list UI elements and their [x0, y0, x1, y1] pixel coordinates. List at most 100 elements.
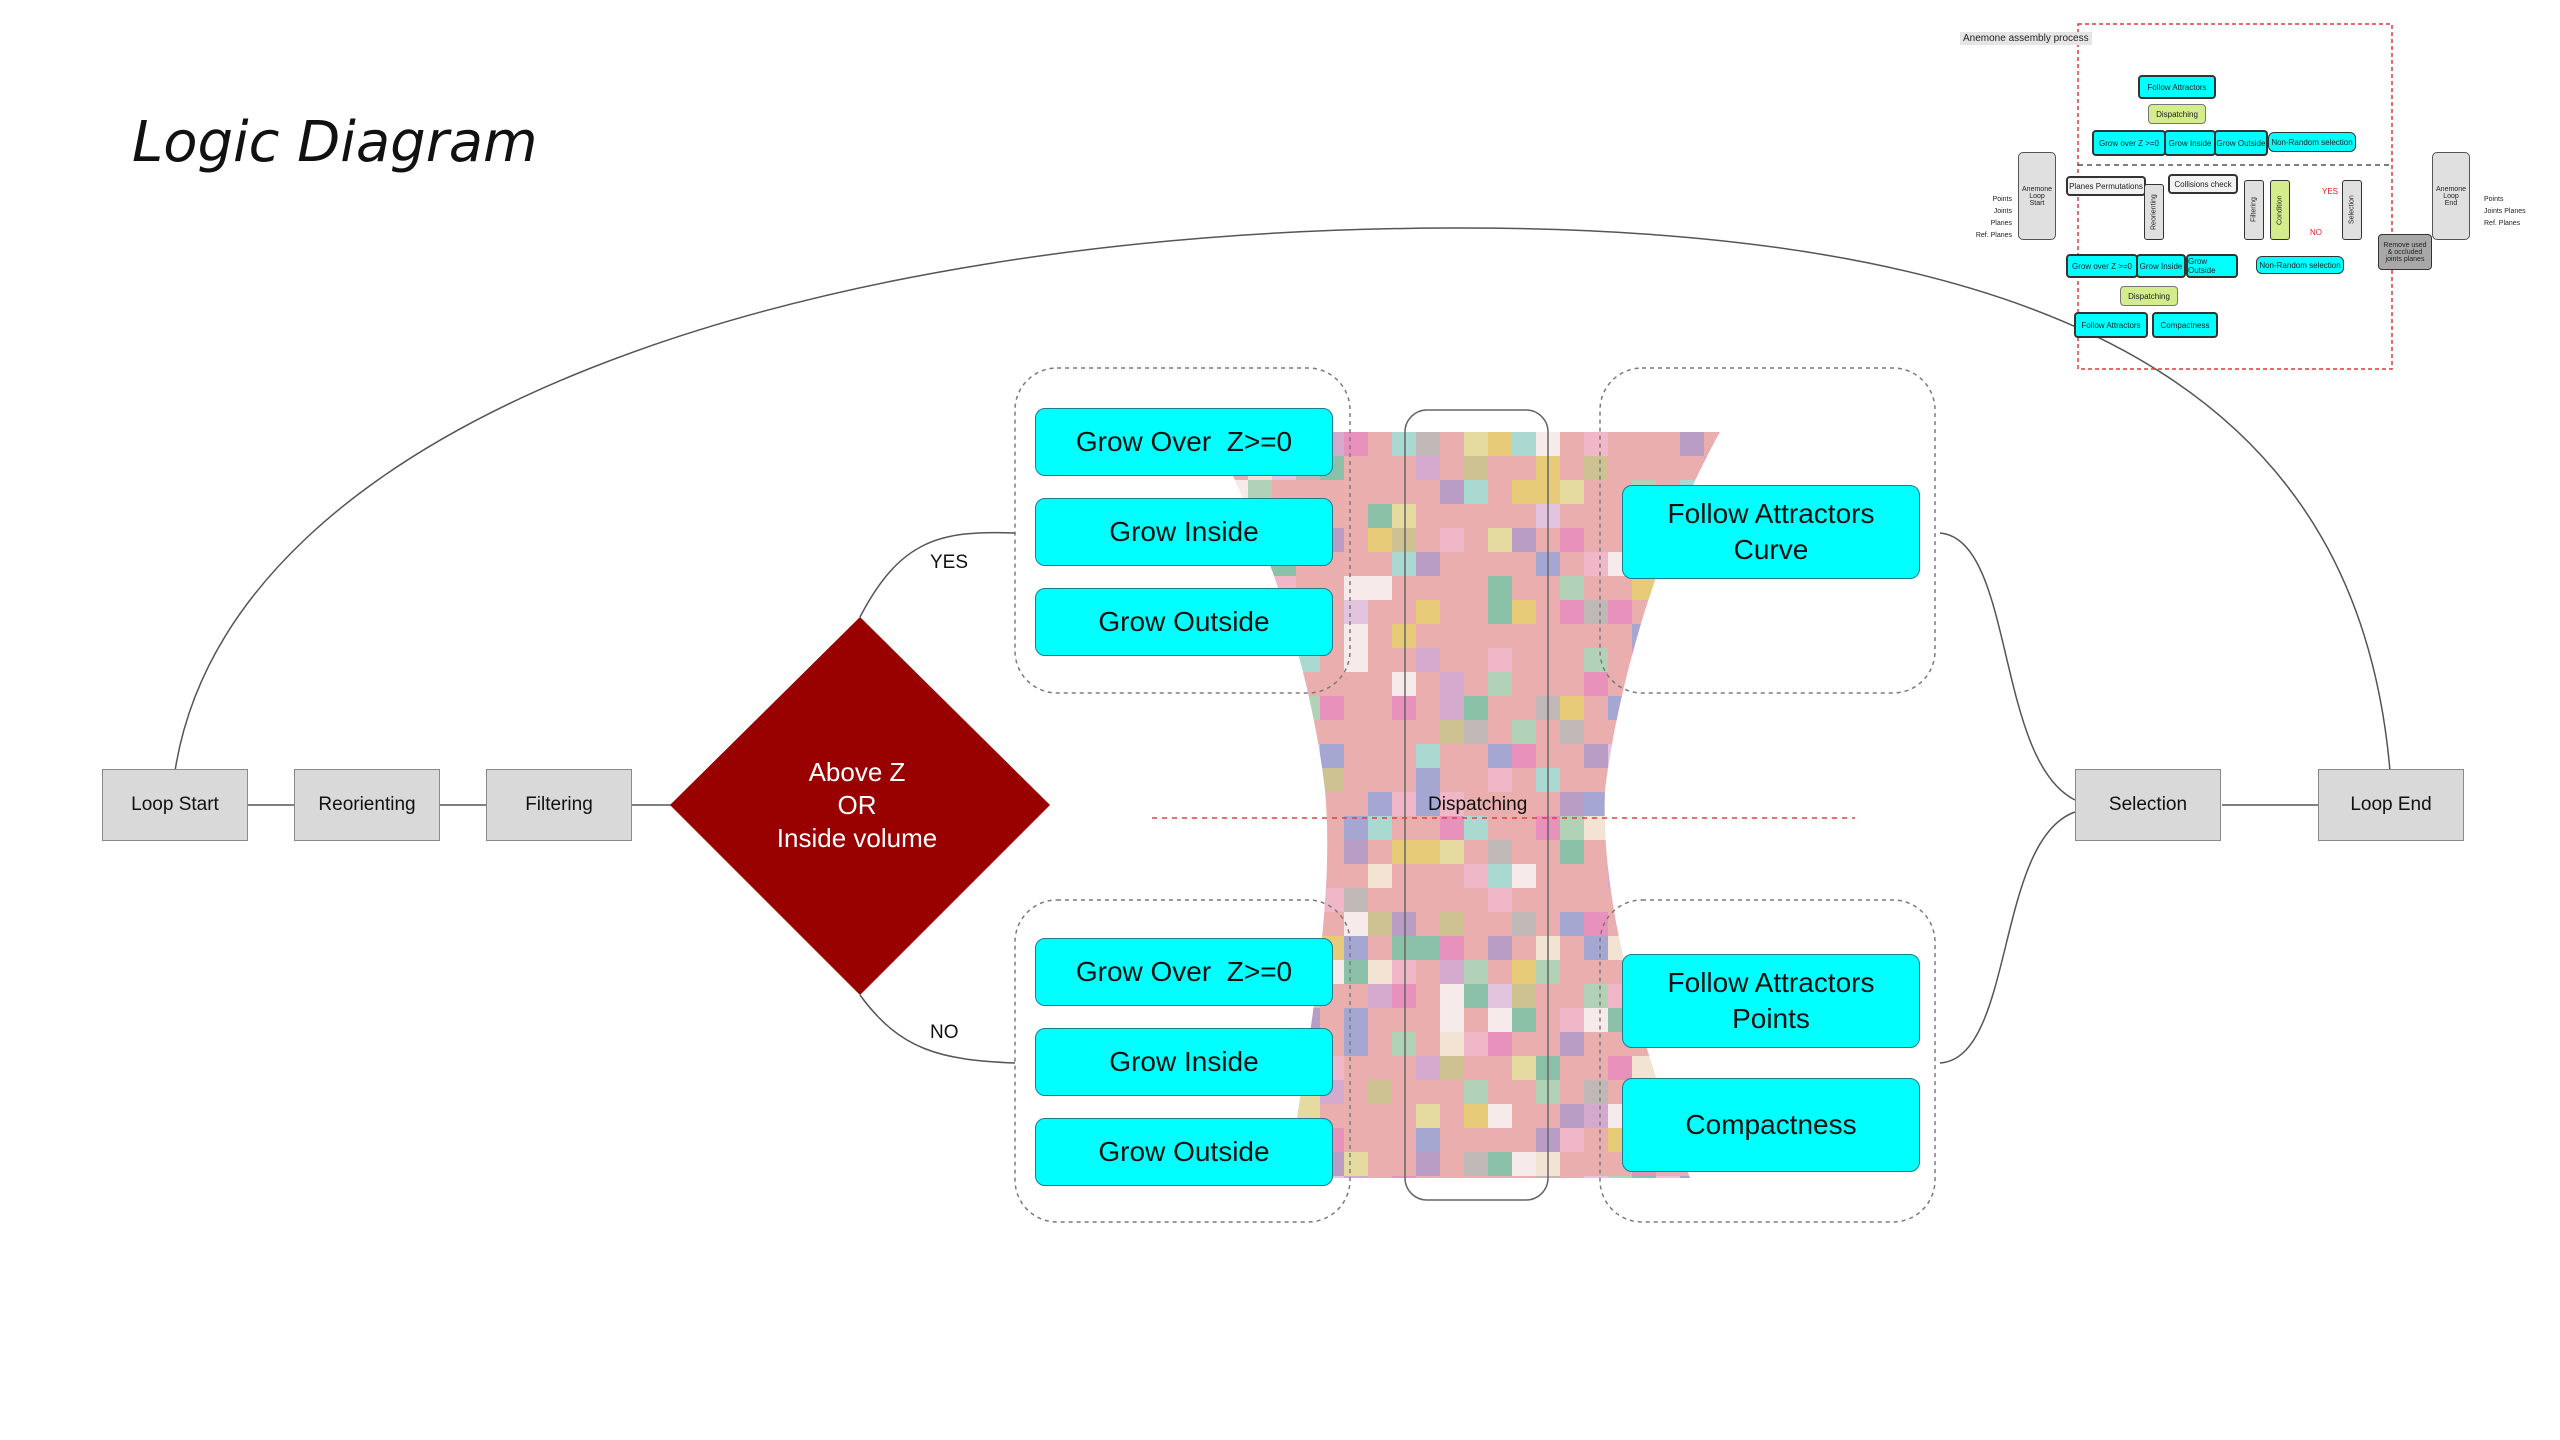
selection-box: Selection	[2075, 769, 2221, 841]
ov-reorienting: Reorienting	[2144, 184, 2164, 240]
tile	[1704, 1176, 1720, 1178]
tile	[1584, 552, 1608, 576]
tile	[1248, 792, 1272, 816]
ov2-non-random: Non-Random selection	[2256, 256, 2344, 274]
tile	[1272, 696, 1296, 720]
tile	[1440, 1032, 1464, 1056]
tile	[1632, 576, 1656, 600]
tile	[1560, 1104, 1584, 1128]
tile	[1344, 840, 1368, 864]
tile	[1632, 648, 1656, 672]
tile	[1392, 840, 1416, 864]
tile	[1440, 528, 1464, 552]
yes-grow-outside: Grow Outside	[1035, 588, 1333, 656]
tile	[1464, 432, 1488, 456]
tile	[1296, 696, 1320, 720]
tile	[1584, 456, 1608, 480]
ov-inputs: Points Joints Planes Ref. Planes	[1972, 194, 2012, 242]
tile	[1704, 648, 1720, 672]
tile	[1320, 744, 1344, 768]
tile	[1392, 624, 1416, 648]
tile	[1464, 1032, 1488, 1056]
filtering-box: Filtering	[486, 769, 632, 841]
tile	[1488, 648, 1512, 672]
tile	[1392, 1032, 1416, 1056]
ov2-grow-over: Grow over Z >=0	[2066, 254, 2138, 278]
condition-diamond	[670, 617, 1050, 995]
no-group-outline	[1014, 899, 1351, 1223]
tile	[1560, 912, 1584, 936]
tile	[1656, 1176, 1680, 1178]
tile	[1368, 792, 1392, 816]
tile	[1296, 792, 1320, 816]
tile	[1416, 936, 1440, 960]
tile	[1488, 1032, 1512, 1056]
tile	[1392, 552, 1416, 576]
tile	[1560, 792, 1584, 816]
tile	[1680, 768, 1704, 792]
tile	[1560, 696, 1584, 720]
reorienting-box: Reorienting	[294, 769, 440, 841]
tile	[1368, 864, 1392, 888]
yes-grow-inside: Grow Inside	[1035, 498, 1333, 566]
tile	[1488, 432, 1512, 456]
tile	[1632, 912, 1656, 936]
tile	[1632, 1176, 1656, 1178]
tile	[1368, 960, 1392, 984]
tile	[1344, 1176, 1368, 1178]
tile	[1560, 600, 1584, 624]
loop-start-box: Loop Start	[102, 769, 248, 841]
loop-arc	[174, 227, 2391, 772]
tile	[1680, 912, 1704, 936]
tile	[1512, 744, 1536, 768]
tile	[1344, 648, 1368, 672]
tile	[1392, 696, 1416, 720]
selection-top-connector	[1939, 532, 2076, 801]
no-grow-inside: Grow Inside	[1035, 1028, 1333, 1096]
points-group-outline	[1599, 899, 1936, 1223]
tile	[1512, 912, 1536, 936]
ov-output-points: Points	[2484, 196, 2504, 203]
tile	[1368, 504, 1392, 528]
tile	[1320, 888, 1344, 912]
tile	[1608, 744, 1632, 768]
tile	[1248, 696, 1272, 720]
tile	[1440, 984, 1464, 1008]
ov-dispatching: Dispatching	[2148, 104, 2206, 124]
tile	[1488, 576, 1512, 600]
ov-input-points: Points	[1992, 196, 2012, 203]
tile	[1512, 480, 1536, 504]
tile	[1512, 528, 1536, 552]
tile	[1440, 792, 1464, 816]
tile	[1224, 720, 1248, 744]
tile	[1464, 864, 1488, 888]
tile	[1464, 720, 1488, 744]
tile	[1248, 912, 1272, 936]
tile	[1440, 960, 1464, 984]
ov-outputs: Points Joints Planes Ref. Planes	[2484, 194, 2526, 230]
tile	[1488, 864, 1512, 888]
ov-anemone-end: Anemone Loop End	[2432, 152, 2470, 240]
tile	[1464, 960, 1488, 984]
tile	[1416, 1104, 1440, 1128]
tile	[1632, 816, 1656, 840]
tile	[1224, 912, 1248, 936]
tile	[1632, 768, 1656, 792]
tile	[1632, 744, 1656, 768]
tile	[1416, 552, 1440, 576]
tile	[1344, 888, 1368, 912]
no-grow-outside: Grow Outside	[1035, 1118, 1333, 1186]
follow-attractors-curve: Follow Attractors Curve	[1622, 485, 1920, 579]
tile	[1704, 864, 1720, 888]
tile	[1488, 840, 1512, 864]
tile	[1440, 936, 1464, 960]
tile	[1344, 936, 1368, 960]
tile	[1392, 528, 1416, 552]
tile	[1488, 888, 1512, 912]
ov-collisions: Collisions check	[2168, 174, 2238, 194]
tile	[1656, 792, 1680, 816]
tile	[1560, 1008, 1584, 1032]
tile	[1704, 1056, 1720, 1080]
tile	[1416, 1056, 1440, 1080]
tile	[1368, 576, 1392, 600]
